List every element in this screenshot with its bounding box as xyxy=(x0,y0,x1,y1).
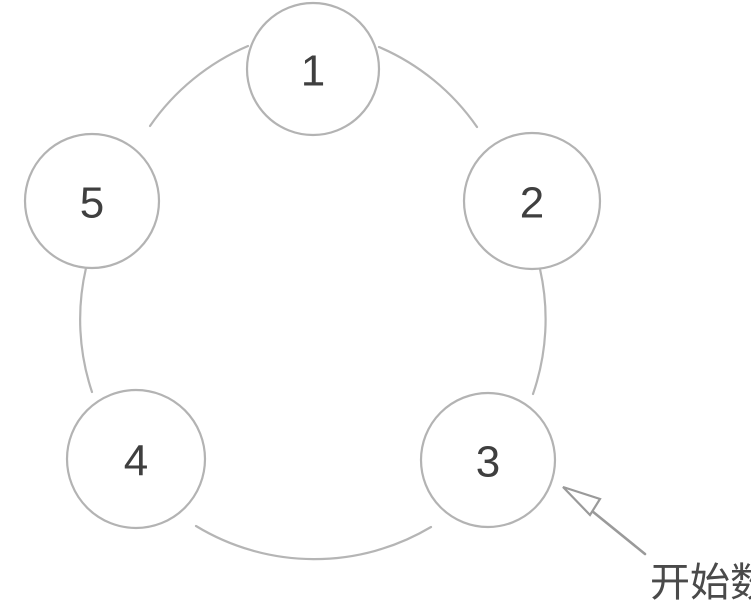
node-5[interactable]: 5 xyxy=(23,132,161,270)
node-1[interactable]: 1 xyxy=(245,1,381,137)
node-1-circle[interactable] xyxy=(245,1,381,137)
node-3-circle[interactable] xyxy=(419,391,557,529)
connector-arc-2-to-3 xyxy=(531,267,547,396)
node-2-label: 2 xyxy=(520,179,544,228)
node-4[interactable]: 4 xyxy=(65,388,207,530)
ring-connectors xyxy=(79,44,547,561)
start-annotation: 开始数 xyxy=(562,485,751,603)
annotation-arrow-shaft xyxy=(590,509,647,556)
annotation-arrow-head-icon xyxy=(562,485,602,517)
connector-arc-3-to-4 xyxy=(194,524,433,561)
node-5-label: 5 xyxy=(80,179,104,228)
node-1-label: 1 xyxy=(301,47,325,96)
node-4-label: 4 xyxy=(124,437,148,486)
node-2[interactable]: 2 xyxy=(462,131,602,271)
connector-arc-1-to-2 xyxy=(377,45,479,129)
connector-arc-4-to-5 xyxy=(79,266,94,394)
node-2-circle[interactable] xyxy=(462,131,602,271)
node-5-circle[interactable] xyxy=(23,132,161,270)
node-3[interactable]: 3 xyxy=(419,391,557,529)
node-3-label: 3 xyxy=(476,438,500,487)
annotation-label: 开始数 xyxy=(650,560,751,603)
connector-arc-5-to-1 xyxy=(148,44,250,128)
node-4-circle[interactable] xyxy=(65,388,207,530)
